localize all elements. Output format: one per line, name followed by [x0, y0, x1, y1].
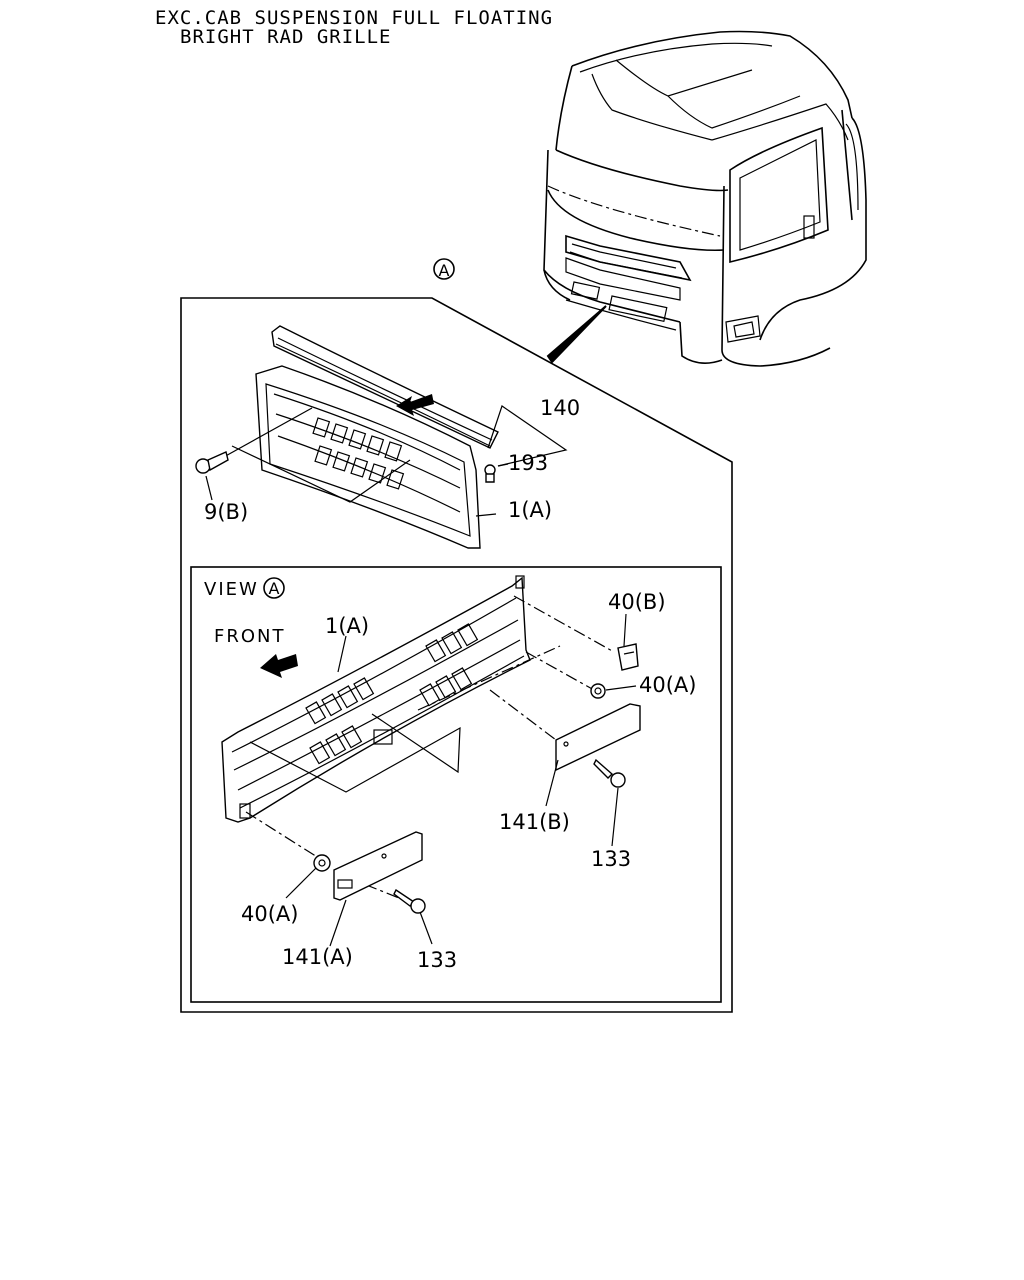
label-9b: 9(B): [204, 500, 248, 524]
view-a-frame: [190, 566, 722, 1003]
nut-40a-left-icon: [313, 854, 331, 872]
screw-9b-icon: [195, 451, 229, 474]
label-193: 193: [508, 451, 548, 475]
label-133-right: 133: [591, 847, 631, 871]
label-40b: 40(B): [608, 590, 666, 614]
front-label: FRONT: [214, 626, 286, 647]
diagram-title-line-1: EXC.CAB SUSPENSION FULL FLOATING: [155, 7, 554, 29]
label-40a-right: 40(A): [639, 673, 696, 697]
plate-141b-icon: [555, 703, 641, 772]
label-141a: 141(A): [282, 945, 353, 969]
clip-40b-icon: [617, 643, 639, 671]
label-140: 140: [540, 396, 580, 420]
nut-40a-right-icon: [590, 683, 606, 699]
plate-141a-icon: [333, 831, 423, 901]
clip-193-icon: [484, 464, 496, 483]
cab-leader-line: [546, 305, 607, 364]
label-133-left: 133: [417, 948, 457, 972]
view-a-letter: A: [269, 579, 280, 598]
truck-cab-illustration: [543, 30, 867, 367]
detail-frame: [180, 297, 733, 1013]
view-label: VIEW: [204, 579, 259, 600]
view-marker-circle: [433, 258, 455, 280]
screw-133-left-icon: [393, 888, 426, 914]
view-marker-letter: A: [439, 261, 450, 280]
grille-assembly-exploded: [221, 325, 568, 549]
label-40a-left: 40(A): [241, 902, 298, 926]
diagram-title-line-2: BRIGHT RAD GRILLE: [180, 26, 392, 48]
screw-133-right-icon: [593, 758, 626, 788]
front-arrow-icon: [260, 654, 298, 678]
label-141b: 141(B): [499, 810, 570, 834]
label-1a-view: 1(A): [325, 614, 369, 638]
label-1a-top: 1(A): [508, 498, 552, 522]
view-a-circle: [263, 577, 285, 599]
grille-rear-view: [221, 575, 615, 905]
